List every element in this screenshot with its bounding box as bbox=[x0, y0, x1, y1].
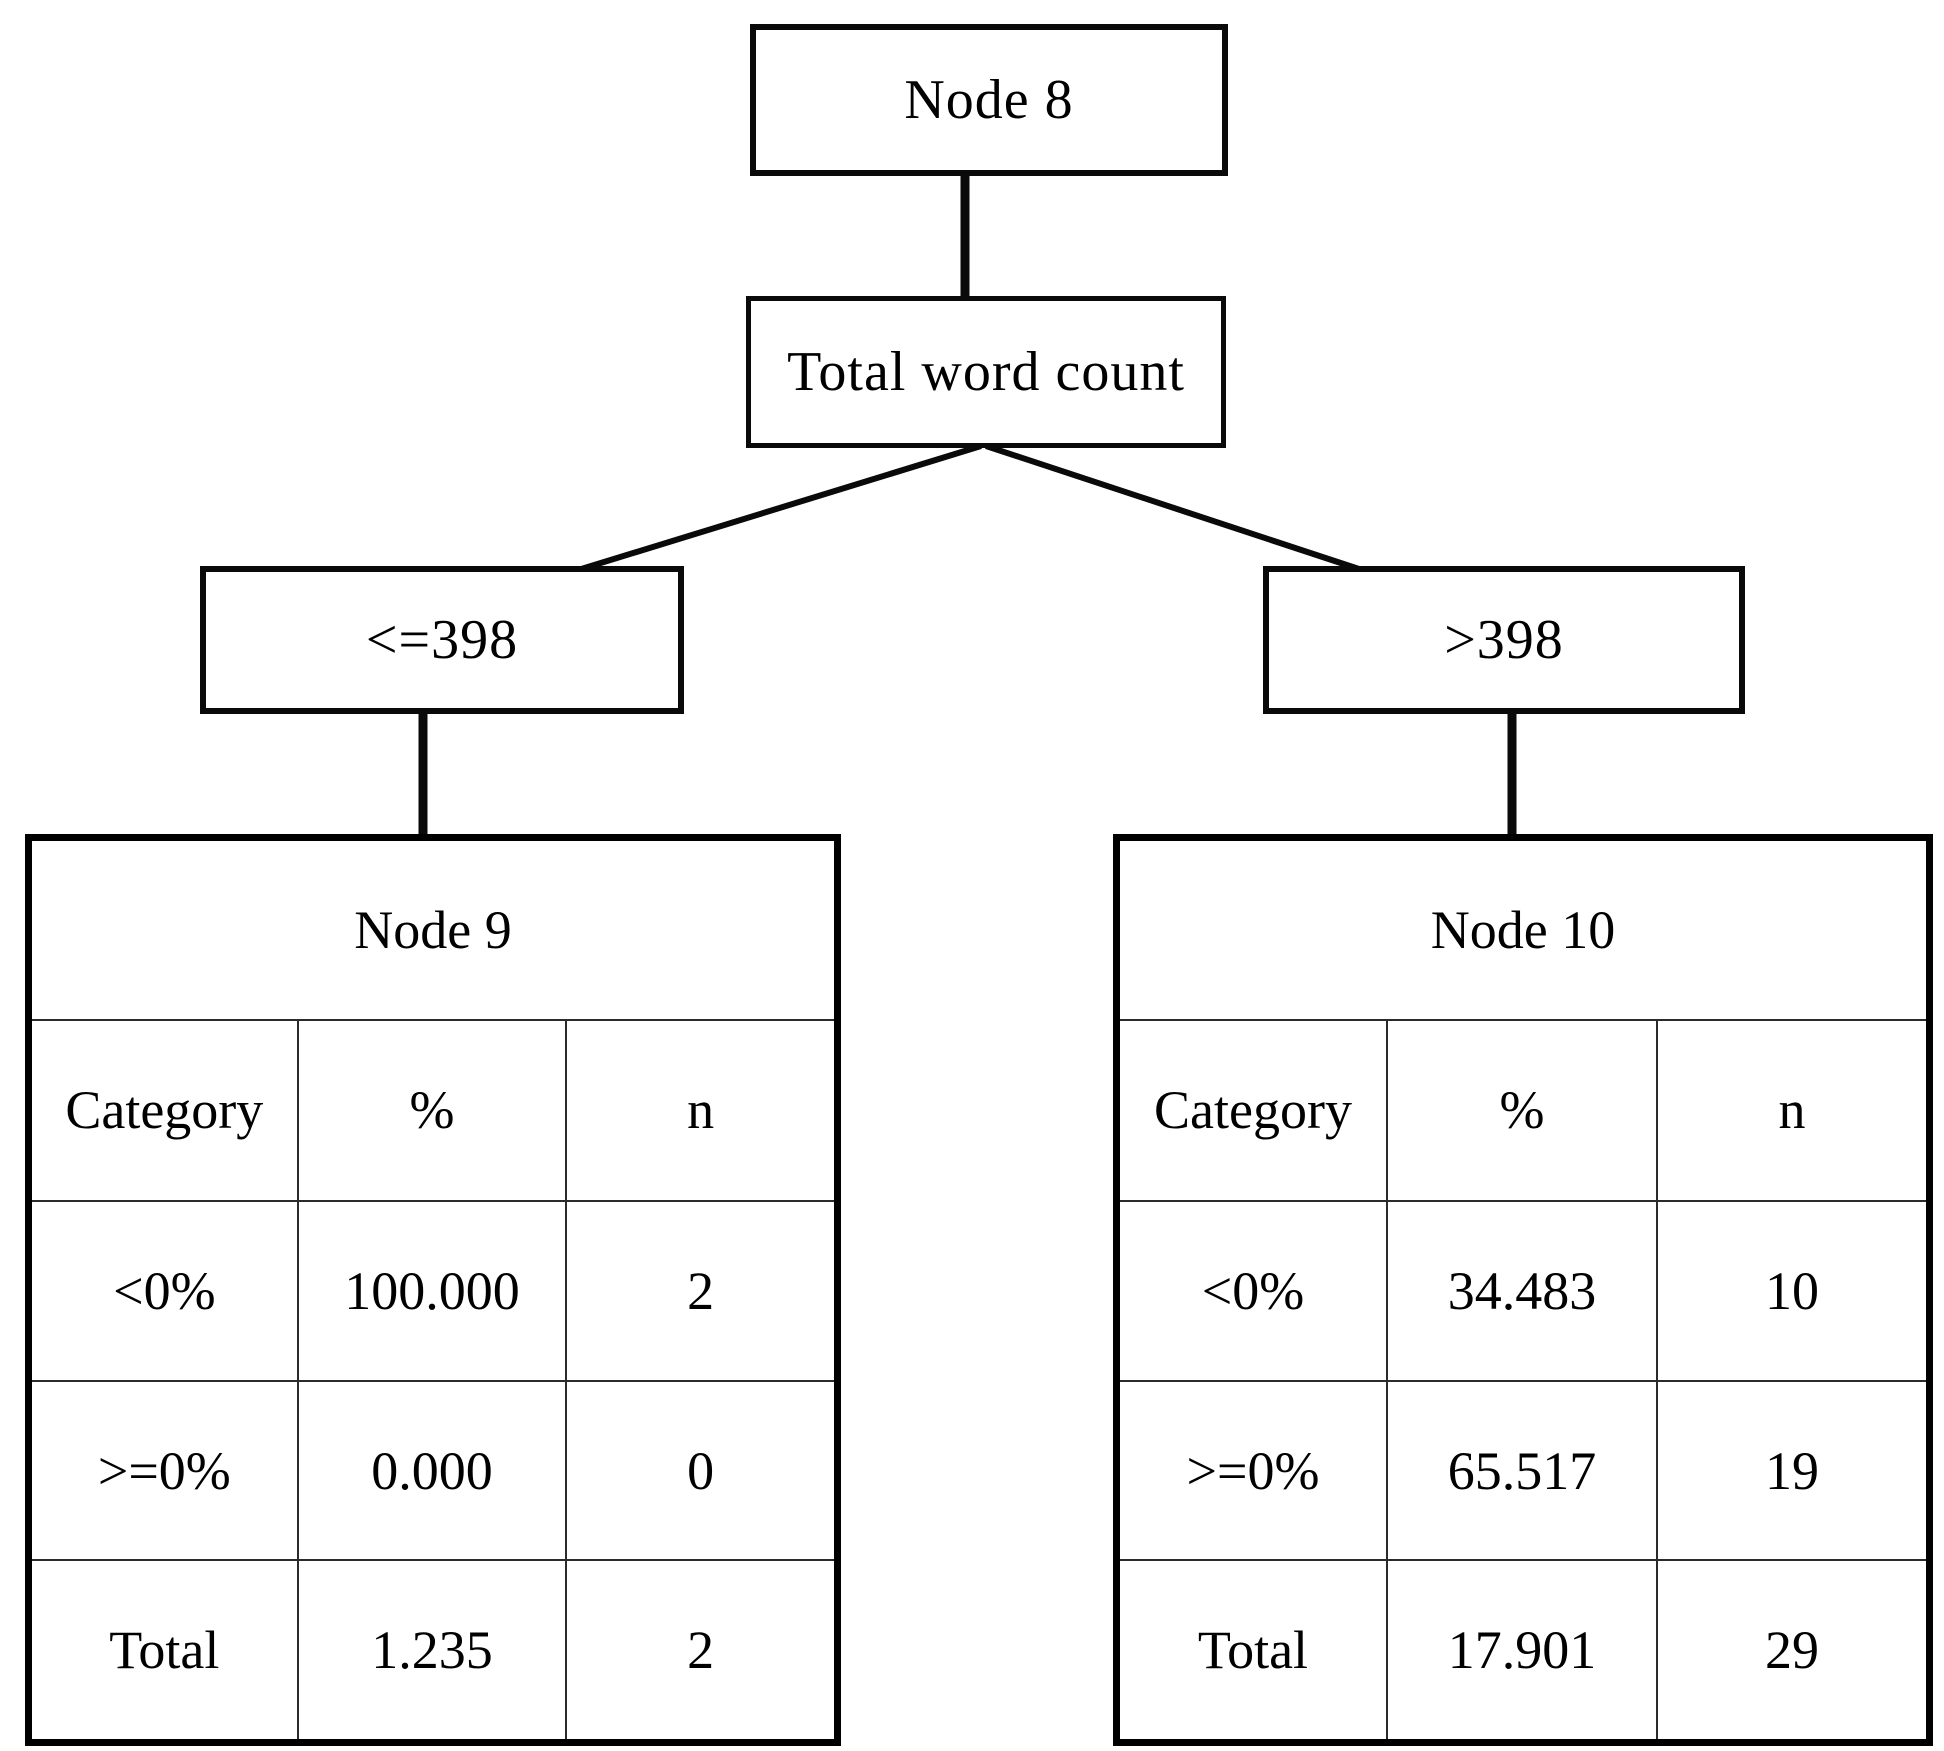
column-header-category: Category bbox=[65, 1080, 264, 1141]
split-variable-box: Total word count bbox=[746, 296, 1226, 448]
root-node-box: Node 8 bbox=[750, 24, 1228, 176]
node-9-title: Node 9 bbox=[32, 841, 834, 1021]
connector-split-to-left-branch bbox=[577, 443, 982, 573]
category-value: >=0% bbox=[97, 1440, 231, 1501]
column-header-percent: % bbox=[296, 1020, 566, 1201]
node-9-table: Node 9 Category % n <0% 100.000 2 >=0% 0… bbox=[25, 834, 841, 1746]
node-10-title: Node 10 bbox=[1120, 841, 1926, 1021]
category-value: <0% bbox=[1201, 1260, 1305, 1321]
n-value: 10 bbox=[1655, 1202, 1926, 1380]
node-9-header-row: Category % n bbox=[32, 1020, 834, 1201]
n-value: 0 bbox=[565, 1381, 834, 1560]
left-branch-condition-box: <=398 bbox=[200, 566, 684, 714]
table-row: >=0% 65.517 19 bbox=[1120, 1379, 1926, 1560]
right-branch-condition-box: >398 bbox=[1263, 566, 1745, 714]
table-row: <0% 100.000 2 bbox=[32, 1200, 834, 1380]
root-node-label: Node 8 bbox=[904, 69, 1074, 131]
percent-value: 100.000 bbox=[296, 1202, 566, 1380]
table-row: >=0% 0.000 0 bbox=[32, 1379, 834, 1560]
n-value: 19 bbox=[1655, 1381, 1926, 1560]
category-value: >=0% bbox=[1186, 1440, 1320, 1501]
table-row-total: Total 17.901 29 bbox=[1120, 1559, 1926, 1739]
percent-value: 65.517 bbox=[1385, 1381, 1656, 1560]
n-value: 29 bbox=[1655, 1561, 1926, 1739]
column-header-category: Category bbox=[1154, 1080, 1352, 1141]
category-value: Total bbox=[109, 1620, 220, 1681]
node-10-header-row: Category % n bbox=[1120, 1020, 1926, 1201]
column-header-n: n bbox=[1655, 1020, 1926, 1201]
column-header-n: n bbox=[565, 1020, 834, 1201]
percent-value: 0.000 bbox=[296, 1381, 566, 1560]
left-branch-condition-label: <=398 bbox=[365, 609, 519, 671]
category-value: <0% bbox=[113, 1260, 216, 1321]
connector-split-to-right-branch bbox=[985, 443, 1363, 573]
split-variable-label: Total word count bbox=[787, 341, 1185, 403]
column-header-percent: % bbox=[1385, 1020, 1656, 1201]
table-row-total: Total 1.235 2 bbox=[32, 1559, 834, 1739]
percent-value: 1.235 bbox=[296, 1561, 566, 1739]
category-value: Total bbox=[1197, 1620, 1309, 1681]
node-10-table: Node 10 Category % n <0% 34.483 10 >=0% … bbox=[1113, 834, 1933, 1746]
percent-value: 17.901 bbox=[1385, 1561, 1656, 1739]
percent-value: 34.483 bbox=[1385, 1202, 1656, 1380]
table-row: <0% 34.483 10 bbox=[1120, 1200, 1926, 1380]
n-value: 2 bbox=[565, 1202, 834, 1380]
n-value: 2 bbox=[565, 1561, 834, 1739]
right-branch-condition-label: >398 bbox=[1444, 609, 1564, 671]
